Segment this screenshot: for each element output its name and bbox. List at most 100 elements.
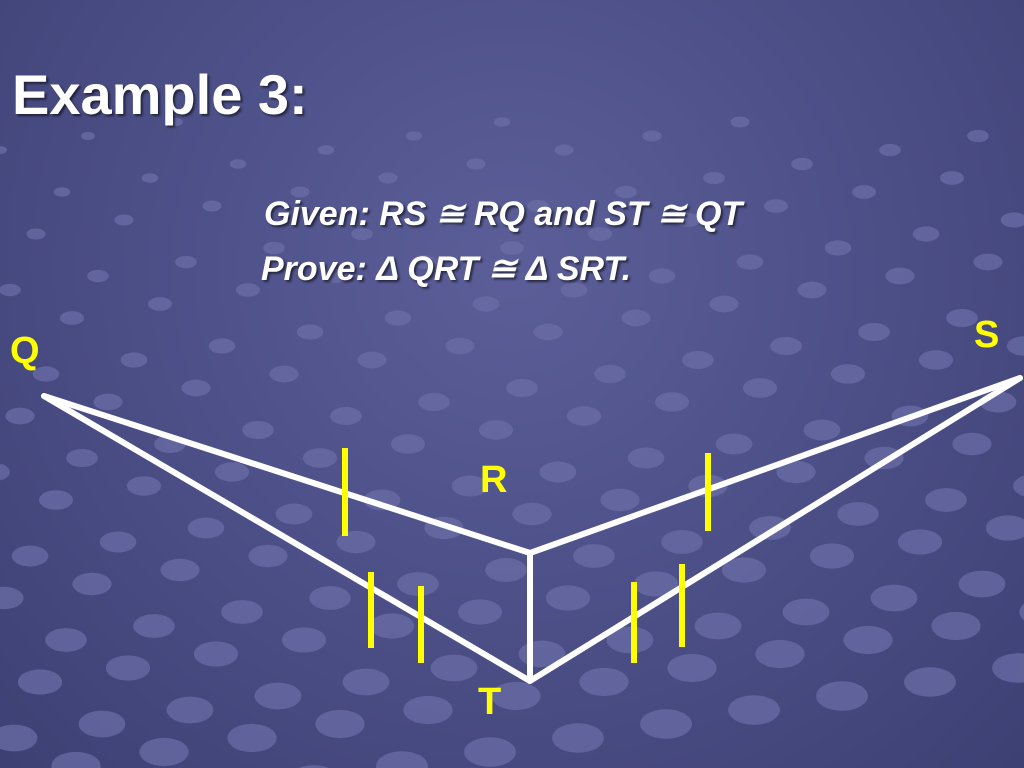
segment-qr: [41, 393, 533, 556]
background-dot: [973, 253, 1003, 271]
background-dot: [594, 364, 626, 384]
background-dot: [912, 226, 940, 242]
background-dot: [411, 255, 437, 269]
background-dot: [430, 654, 478, 682]
background-dot: [208, 338, 236, 354]
background-dot: [885, 267, 915, 285]
background-dot: [38, 490, 74, 510]
background-dot: [147, 297, 173, 311]
background-dot: [105, 655, 151, 681]
background-dot: [897, 529, 943, 555]
background-dot: [648, 268, 676, 284]
background-dot: [378, 172, 398, 184]
background-dot: [1000, 212, 1024, 228]
background-dot: [967, 129, 989, 143]
background-dot: [703, 171, 725, 185]
background-dot: [0, 283, 21, 297]
background-dot: [0, 463, 10, 481]
given-statement: Given: RS ≅ RQ and ST ≅ QT: [264, 195, 743, 233]
background-dot: [816, 681, 868, 711]
background-dot: [81, 132, 95, 140]
background-dot: [554, 144, 574, 156]
background-dot: [235, 283, 261, 297]
background-dot: [290, 186, 310, 198]
background-dot: [985, 515, 1024, 541]
background-dot: [66, 448, 98, 468]
background-dot: [939, 171, 965, 185]
background-dot: [755, 639, 805, 669]
background-dot: [776, 460, 816, 484]
background-dot: [11, 545, 49, 567]
background-dot: [464, 737, 516, 767]
background-dot: [742, 378, 778, 398]
background-dot: [32, 366, 60, 382]
background-dot: [560, 282, 588, 298]
background-dot: [317, 145, 335, 155]
background-dot: [451, 475, 489, 497]
background-dot: [445, 337, 475, 355]
background-dot: [336, 530, 376, 554]
background-dot: [457, 599, 503, 625]
background-dot: [587, 227, 613, 241]
segment-st: [527, 375, 1023, 684]
background-dot: [175, 255, 197, 269]
background-dot: [309, 586, 351, 610]
background-dot: [533, 323, 563, 341]
background-dot: [633, 571, 679, 597]
background-dot: [229, 159, 247, 169]
background-dot: [330, 406, 362, 426]
background-dot: [418, 392, 450, 412]
background-dot: [214, 462, 250, 482]
background-dot: [803, 419, 841, 441]
background-dot: [870, 584, 918, 612]
background-dot: [1013, 475, 1024, 497]
background-dot: [0, 724, 38, 752]
background-dot: [254, 682, 302, 710]
background-dot: [120, 352, 148, 368]
background-dot: [275, 503, 313, 525]
background-dot: [87, 269, 109, 283]
background-dot: [485, 558, 527, 582]
background-dot: [763, 199, 789, 213]
background-dot: [782, 598, 830, 626]
slide-title: Example 3:: [12, 63, 308, 126]
background-dot: [715, 433, 753, 455]
background-dot: [439, 213, 461, 227]
background-dot: [992, 653, 1024, 683]
background-dot: [566, 406, 602, 426]
background-dot: [809, 543, 855, 569]
prove-statement: Prove: Δ QRT ≅ Δ SRT.: [261, 250, 632, 288]
background-dot: [342, 668, 390, 696]
background-dot: [166, 696, 214, 724]
background-dot: [1019, 603, 1024, 621]
background-dot: [830, 364, 866, 384]
background-dot: [397, 572, 439, 596]
background-dot: [694, 612, 742, 640]
background-dot: [221, 600, 263, 624]
background-dot: [791, 157, 813, 171]
background-dot: [946, 308, 978, 328]
background-dot: [93, 393, 123, 411]
background-dot: [187, 517, 225, 539]
background-dot: [491, 681, 541, 711]
background-dot: [384, 310, 412, 326]
background-dot: [552, 723, 604, 753]
vertex-label-s: S: [974, 314, 999, 356]
background-dot: [302, 448, 338, 468]
background-dot: [925, 488, 967, 512]
background-dot: [621, 309, 651, 327]
background-dot: [296, 324, 324, 340]
background-dot: [851, 185, 877, 199]
background-dot: [539, 461, 577, 483]
background-dot: [181, 379, 211, 397]
background-dot: [5, 407, 35, 425]
background-dot: [0, 146, 7, 154]
background-dot: [499, 241, 525, 255]
background-dot: [837, 502, 879, 526]
background-dot: [642, 130, 662, 142]
background-dot: [281, 627, 327, 653]
background-dot: [466, 158, 486, 170]
background-dot: [403, 695, 453, 725]
background-dot: [864, 446, 904, 470]
